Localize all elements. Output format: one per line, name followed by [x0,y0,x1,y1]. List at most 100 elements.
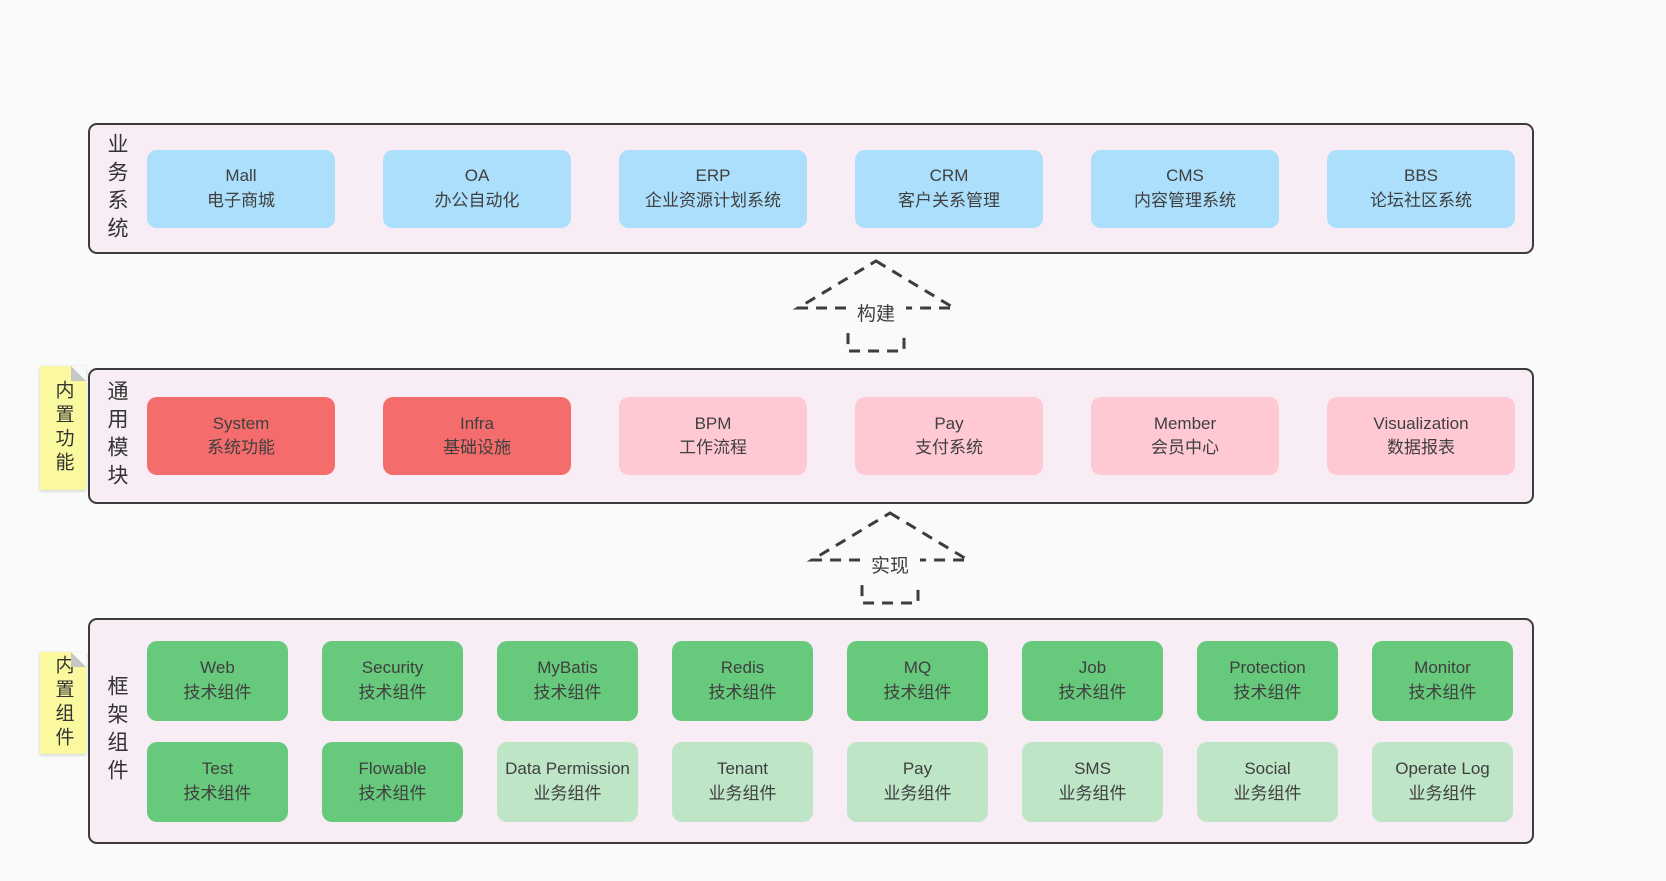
box-title: SMS [1074,759,1111,779]
box-subtitle: 工作流程 [679,438,747,457]
box-title: Monitor [1414,658,1471,678]
box-subtitle: 系统功能 [207,438,275,457]
implement-arrow: 实现 [806,511,974,605]
layer-business-systems: 业务系统 Mall 电子商城 OA 办公自动化 ERP 企业资源计划系统 CRM 客户关系管理… [88,123,1534,254]
box-title: ERP [695,166,731,186]
box-subtitle: 技术组件 [708,682,777,702]
box-title: System [212,413,270,433]
build-arrow-label-bg [846,296,906,330]
box-subtitle: 业务组件 [708,783,777,803]
box-subtitle: 技术组件 [1058,682,1127,702]
box-title: Job [1078,658,1107,678]
box-subtitle: 会员中心 [1151,438,1219,457]
module-box-crm: CRM 客户关系管理 [855,149,1043,228]
module-box-protection: Protection 技术组件 [1197,640,1338,721]
implement-arrow-label: 实现 [871,555,909,577]
box-subtitle: 技术组件 [358,783,427,803]
module-box-mybatis: MyBatis 技术组件 [497,640,638,721]
module-box-system: System 系统功能 [147,397,335,475]
box-subtitle: 技术组件 [183,682,252,702]
box-subtitle: 业务组件 [883,783,952,803]
box-title: Mall [225,166,257,186]
box-subtitle: 技术组件 [358,682,427,702]
module-box-oa: OA 办公自动化 [383,149,571,228]
module-box-erp: ERP 企业资源计划系统 [619,149,807,228]
box-subtitle: 业务组件 [533,783,602,803]
box-subtitle: 企业资源计划系统 [645,190,781,210]
box-title: CMS [1166,166,1204,186]
box-title: OA [464,166,490,186]
business-systems-boxes: Mall 电子商城 OA 办公自动化 ERP 企业资源计划系统 CRM 客户关系管理 CMS 内容… [142,125,1532,252]
box-subtitle: 内容管理系统 [1134,190,1236,210]
module-box-social: Social 业务组件 [1197,741,1338,822]
sticky-note-builtin-functions: 内置功能 [40,366,86,490]
box-title: Data Permission [505,759,630,779]
module-box-bpm: BPM 工作流程 [619,397,807,475]
module-box-mq: MQ 技术组件 [847,640,988,721]
build-arrow: 构建 [792,259,960,353]
module-box-pay: Pay 业务组件 [847,741,988,822]
box-title: Flowable [358,759,427,779]
box-subtitle: 技术组件 [533,682,602,702]
box-title: BPM [694,413,732,433]
box-title: Test [201,759,234,779]
build-arrow-outline [792,259,960,353]
sticky-note-text: 内置功能 [52,380,74,476]
box-title: MQ [903,658,932,678]
module-box-job: Job 技术组件 [1022,640,1163,721]
box-title: Protection [1229,658,1306,678]
layer-label-column: 框架组件 [90,620,142,842]
module-box-mall: Mall 电子商城 [147,149,335,228]
box-title: Web [200,658,235,678]
box-subtitle: 基础设施 [443,438,511,457]
box-title: Pay [902,759,933,779]
box-subtitle: 电子商城 [207,190,275,210]
implement-arrow-label-bg [860,548,920,582]
module-box-security: Security 技术组件 [322,640,463,721]
sticky-note-text: 内置组件 [52,655,74,751]
module-box-monitor: Monitor 技术组件 [1372,640,1513,721]
box-subtitle: 业务组件 [1233,783,1302,803]
box-subtitle: 办公自动化 [434,190,520,210]
implement-arrow-outline [806,511,974,605]
box-subtitle: 技术组件 [883,682,952,702]
box-title: MyBatis [537,658,598,678]
box-title: Infra [459,413,495,433]
box-subtitle: 业务组件 [1408,783,1477,803]
sticky-note-builtin-components: 内置组件 [40,652,86,754]
layer-title-business-systems: 业务系统 [105,132,128,245]
layer-label-column: 业务系统 [90,125,142,252]
build-arrow-label: 构建 [857,303,895,325]
module-box-redis: Redis 技术组件 [672,640,813,721]
module-box-operate-log: Operate Log 业务组件 [1372,741,1513,822]
module-box-flowable: Flowable 技术组件 [322,741,463,822]
box-title: CRM [929,166,969,186]
layer-title-common-modules: 通用模块 [105,380,128,492]
box-title: Redis [720,658,765,678]
box-title: Tenant [716,759,769,779]
box-subtitle: 支付系统 [915,438,983,457]
layer-label-column: 通用模块 [90,370,142,502]
box-title: Operate Log [1395,759,1490,779]
module-box-tenant: Tenant 业务组件 [672,741,813,822]
box-subtitle: 技术组件 [183,783,252,803]
module-box-member: Member 会员中心 [1091,397,1279,475]
box-title: Social [1244,759,1291,779]
module-box-web: Web 技术组件 [147,640,288,721]
box-title: Member [1153,413,1217,433]
box-subtitle: 技术组件 [1408,682,1477,702]
box-subtitle: 技术组件 [1233,682,1302,702]
box-title: BBS [1403,166,1439,186]
box-title: Security [361,658,424,678]
box-title: Visualization [1373,413,1469,433]
box-subtitle: 业务组件 [1058,783,1127,803]
layer-title-framework-components: 框架组件 [105,675,128,787]
box-subtitle: 客户关系管理 [898,190,1000,210]
